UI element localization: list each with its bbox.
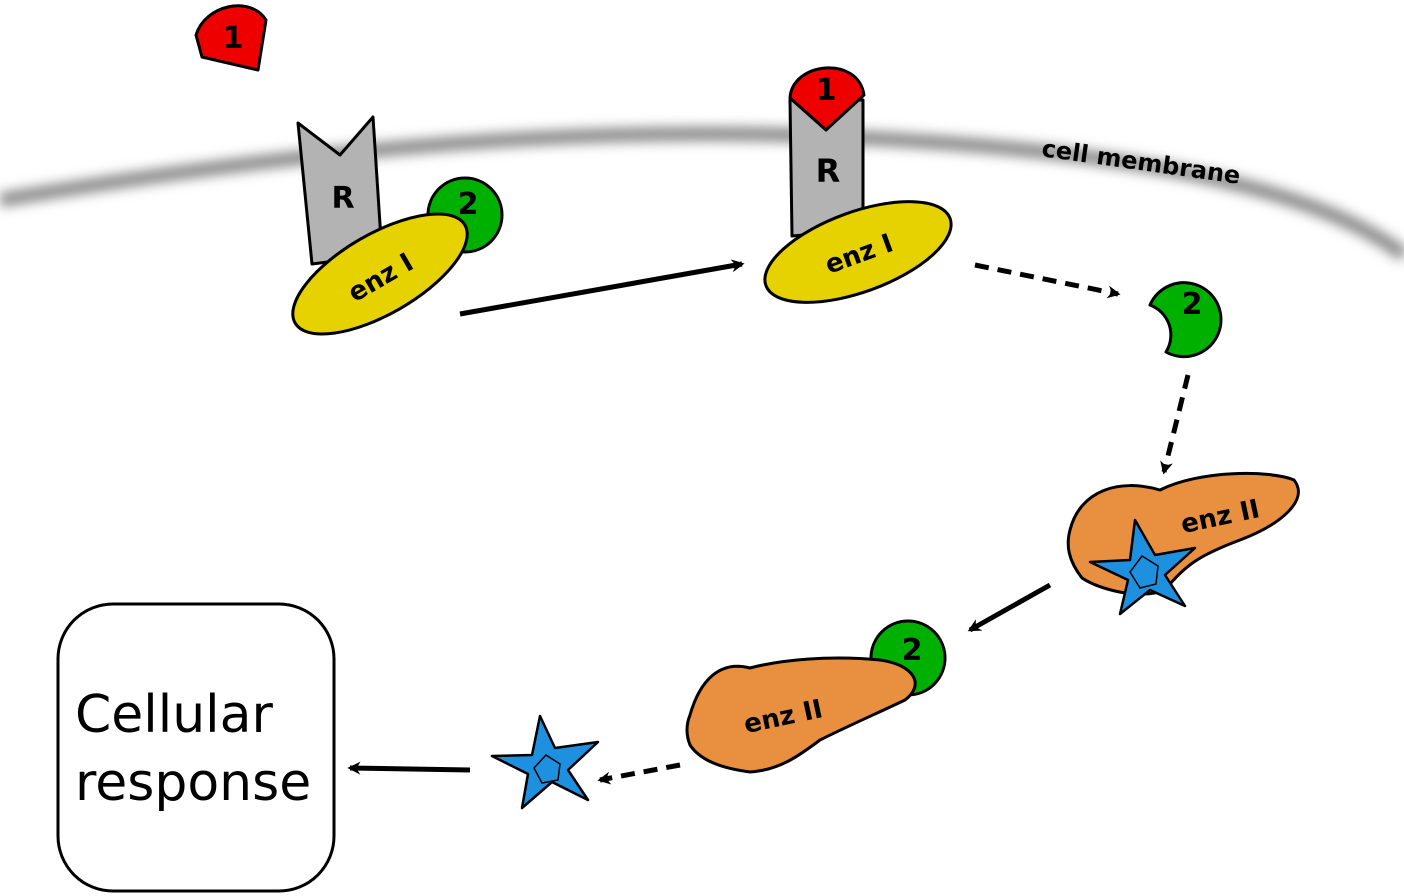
- inactive-receptor-complex: 2 R enz I: [291, 115, 504, 336]
- second-messenger-forming: [1088, 518, 1197, 616]
- messenger-release-arrow: [597, 762, 681, 785]
- messenger-inner: [1129, 554, 1159, 589]
- activation-arrow: [459, 259, 745, 317]
- protein-2-bound-label: 2: [458, 187, 479, 222]
- ligand-1-label: 1: [223, 21, 244, 56]
- receptor-inactive-label: R: [331, 181, 354, 216]
- enzyme-2-bottom: [685, 656, 917, 774]
- response-box: [56, 602, 336, 893]
- messenger-star: [490, 714, 600, 810]
- receptor-active-label: R: [816, 152, 841, 190]
- protein-2-free-label: 2: [1182, 287, 1203, 322]
- cellular-response-box: Cellular response: [56, 602, 336, 893]
- cell-membrane: [0, 126, 1404, 261]
- active-receptor-complex: R 1 enz I: [763, 66, 953, 304]
- ligand-1-bound: [788, 66, 866, 132]
- enzyme-2-producing: enz II: [1066, 471, 1300, 616]
- receptor-inactive: [296, 115, 384, 266]
- free-ligand-1: 1: [194, 4, 268, 72]
- cell-membrane-label: cell membrane: [1040, 134, 1242, 190]
- free-protein-2: 2: [1148, 281, 1223, 359]
- enzyme-1-inactive: [291, 212, 469, 336]
- response-arrow: [347, 761, 471, 775]
- protein-2-free-shape: [1148, 281, 1223, 359]
- ligand-1-shape: [194, 4, 268, 72]
- response-line-1: Cellular: [75, 685, 273, 745]
- ligand-1-bound-label: 1: [816, 73, 837, 108]
- release-arrow: [974, 262, 1121, 299]
- enzyme-2-complex: 2 enz II: [685, 619, 947, 774]
- protein-2-enzyme-bound-label: 2: [902, 633, 923, 668]
- response-line-2: response: [75, 753, 311, 813]
- production-arrow: [967, 582, 1052, 633]
- enzyme-1-active: [763, 200, 953, 304]
- messenger-star-inner: [533, 754, 561, 784]
- second-messenger-free: [490, 714, 600, 810]
- binding-arrow: [1160, 374, 1191, 475]
